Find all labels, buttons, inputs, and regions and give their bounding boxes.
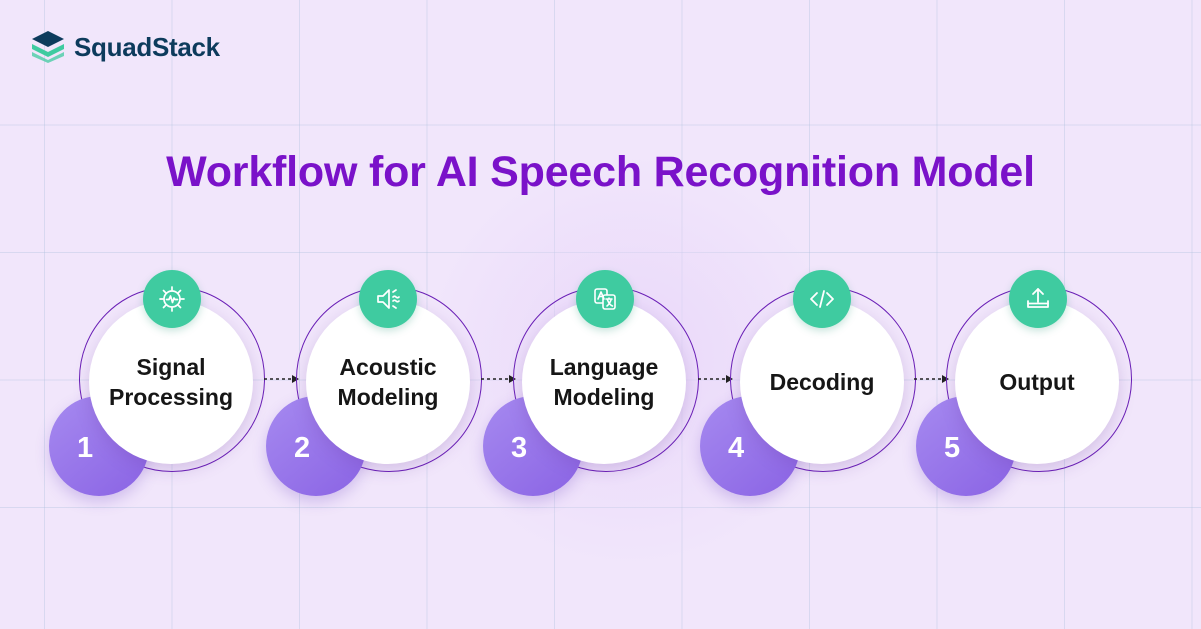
page-title: Workflow for AI Speech Recognition Model xyxy=(166,148,1035,196)
step-number: 4 xyxy=(728,432,745,464)
translate-icon xyxy=(576,270,634,328)
step-number: 1 xyxy=(77,432,94,464)
step-label: Signal Processing xyxy=(109,354,233,410)
speaker-sound-icon xyxy=(359,270,417,328)
step-number: 2 xyxy=(294,432,311,464)
brand-name: SquadStack xyxy=(74,31,220,62)
signal-settings-icon xyxy=(143,270,201,328)
squadstack-logo-icon xyxy=(32,31,64,63)
flow-arrow xyxy=(914,375,949,383)
step-number: 5 xyxy=(944,432,961,464)
step-label: Output xyxy=(999,369,1075,395)
step-label: Decoding xyxy=(769,369,875,395)
step-label: Language Modeling xyxy=(549,354,659,410)
flow-arrow xyxy=(264,375,299,383)
code-icon xyxy=(793,270,851,328)
step-label: Acoustic Modeling xyxy=(337,354,439,410)
flow-arrow xyxy=(698,375,733,383)
step-circle: Signal Processing xyxy=(89,300,253,464)
brand-logo: SquadStack xyxy=(30,30,220,64)
flow-arrow xyxy=(481,375,516,383)
upload-tray-icon xyxy=(1009,270,1067,328)
step-number: 3 xyxy=(511,432,528,464)
